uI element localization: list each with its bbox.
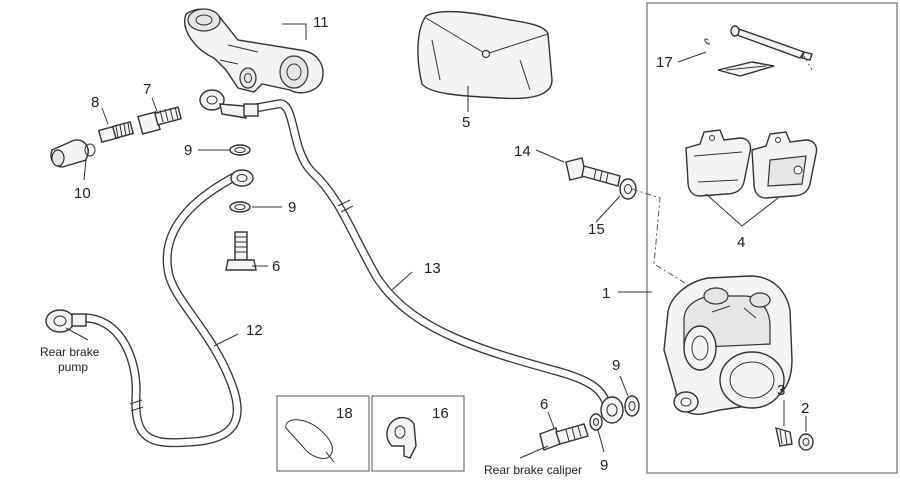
sealing-washer-9-upper	[229, 144, 251, 156]
callout-7: 7	[143, 81, 151, 98]
brake-pad-left	[685, 129, 752, 197]
hose-break-mark	[337, 199, 354, 213]
callout-14: 14	[514, 143, 531, 160]
hose-break-mark	[129, 399, 144, 412]
pin-14	[565, 157, 621, 187]
callout-6-caliper: 6	[540, 396, 548, 413]
pump-caption-line1: Rear brake	[40, 345, 100, 359]
brake-pad-right	[751, 131, 818, 199]
callout-9-caliper-bottom: 9	[600, 457, 608, 474]
bleed-screw-8	[97, 121, 135, 143]
brake-caliper-1	[663, 275, 793, 415]
sealing-washer-9-caliper-right	[624, 395, 640, 417]
brake-hose-12	[75, 171, 242, 448]
sealing-washer-9-lower	[229, 201, 251, 213]
caliper-kit-frame	[646, 2, 898, 474]
grease-bag-5	[417, 10, 553, 100]
callout-6-upper: 6	[272, 258, 280, 275]
union-fitting-7	[137, 106, 183, 135]
callout-9-upper: 9	[184, 142, 192, 159]
callout-8: 8	[91, 94, 99, 111]
callout-16: 16	[432, 405, 449, 422]
callout-10: 10	[74, 185, 91, 202]
pin-kit-17	[704, 25, 813, 77]
caliper-caption: Rear brake caliper	[484, 463, 582, 477]
callout-12: 12	[246, 322, 263, 339]
callout-9-lower: 9	[288, 199, 296, 216]
pump-caption-line2: pump	[58, 360, 88, 374]
leader-lines	[65, 23, 807, 459]
bleed-cap-10	[50, 139, 96, 168]
callout-2: 2	[801, 400, 809, 417]
callout-18: 18	[336, 405, 353, 422]
clamp-kit-16	[386, 417, 417, 459]
banjo-bolt-6-upper	[225, 231, 257, 271]
brake-hose-13	[240, 99, 611, 407]
kit-18-frame	[276, 395, 370, 472]
elbow-fitting	[199, 89, 259, 119]
pump-banjo-fitting	[45, 309, 87, 333]
caliper-banjo-fitting	[600, 396, 624, 424]
centerline-kit	[803, 55, 813, 71]
callout-5: 5	[462, 114, 470, 131]
callout-9-caliper-top: 9	[612, 357, 620, 374]
kit-16-frame	[371, 395, 465, 472]
t-fitting-11	[184, 8, 324, 94]
callout-13: 13	[424, 260, 441, 277]
washer-15	[619, 178, 637, 200]
callout-15: 15	[588, 221, 605, 238]
hose-banjo-fitting	[230, 169, 254, 187]
bleed-cap-2	[798, 433, 814, 451]
centerline-pin	[631, 188, 691, 287]
callout-1: 1	[602, 285, 610, 302]
banjo-bolt-6-caliper	[539, 423, 589, 451]
sealing-washer-9-caliper-left	[589, 413, 603, 431]
callout-4: 4	[737, 234, 745, 251]
callout-11: 11	[313, 14, 329, 31]
callout-3: 3	[777, 382, 785, 399]
bleed-screw-3	[775, 427, 793, 447]
seal-kit-18	[285, 419, 335, 463]
callout-17: 17	[656, 54, 673, 71]
